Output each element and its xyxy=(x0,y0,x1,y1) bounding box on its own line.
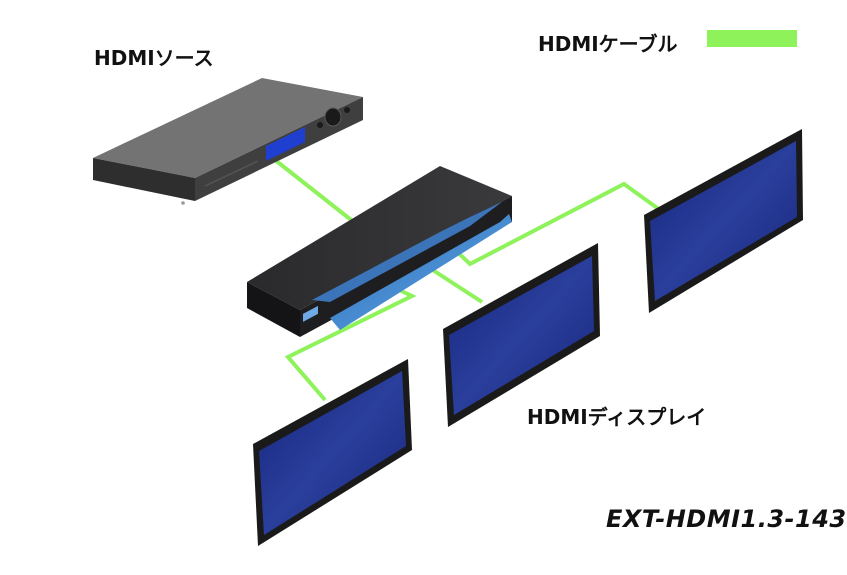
display-label: HDMIディスプレイ xyxy=(527,405,707,429)
hdmi-display-device-middle-icon xyxy=(443,243,600,427)
model-number: EXT-HDMI1.3-143 xyxy=(606,505,847,533)
cable-splitter-to-display-right xyxy=(450,181,662,267)
hdmi-display-device-left-icon xyxy=(253,359,412,546)
hdmi-cables xyxy=(268,154,662,402)
cable-splitter-to-display-middle xyxy=(423,263,484,304)
cable-source-to-splitter xyxy=(268,154,357,225)
hdmi-splitter-device-icon xyxy=(247,166,512,337)
cable-splitter-to-display-left xyxy=(284,285,417,402)
hdmi-display-device-right-icon xyxy=(644,129,803,313)
hdmi-source-device-icon xyxy=(93,78,363,205)
cable-legend-label: HDMIケーブル xyxy=(538,32,678,56)
cable-legend-swatch xyxy=(707,30,797,47)
source-label: HDMIソース xyxy=(94,46,214,70)
